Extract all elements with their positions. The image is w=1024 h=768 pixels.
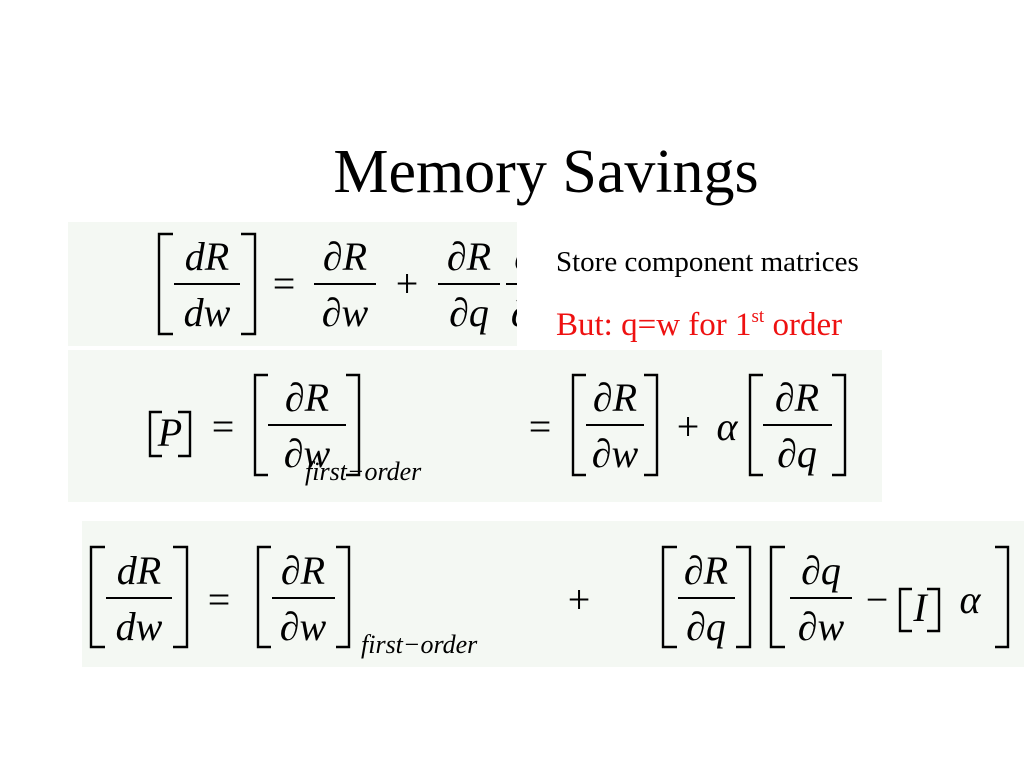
eq3-plus-sign: + [568, 577, 591, 622]
eq3-b-numerator: ∂R [684, 548, 728, 593]
eq3-equals-sign: = [208, 577, 231, 622]
equation-1-svg: dR dw = ∂R ∂w + ∂R ∂q ∂q ∂w [157, 232, 517, 336]
eq1-plus-sign: + [396, 261, 419, 306]
eq1-lhs-numerator: dR [185, 234, 229, 279]
eq3-a-denominator: ∂w [280, 604, 327, 649]
eq2-c-denominator: ∂q [777, 431, 817, 476]
equation-2: P = ∂R ∂w = ∂R ∂w + α ∂R ∂q first−order [68, 350, 882, 502]
eq3-subscript-first-order: first−order [361, 630, 478, 659]
eq1-t2b-numerator: ∂q [514, 234, 517, 279]
equation-2-brackets [148, 373, 847, 477]
eq2-plus-sign: + [677, 404, 700, 449]
eq1-t2b-denominator: ∂w [511, 290, 517, 335]
eq3-a-numerator: ∂R [281, 548, 325, 593]
eq1-t2a-numerator: ∂R [447, 234, 491, 279]
eq3-identity-I: I [912, 585, 928, 630]
eq2-equals-sign: = [212, 404, 235, 449]
eq2-b-denominator: ∂w [592, 431, 639, 476]
eq2-alpha: α [717, 404, 739, 449]
eq1-equals-sign: = [273, 261, 296, 306]
eq3-minus-sign: − [866, 577, 889, 622]
equation-2-svg: P = ∂R ∂w = ∂R ∂w + α ∂R ∂q first−order [148, 373, 847, 486]
equation-1: dR dw = ∂R ∂w + ∂R ∂q ∂q ∂w [68, 222, 517, 346]
note-first-order-text: But: q=w for 1 [556, 307, 752, 343]
eq3-lhs-numerator: dR [117, 548, 161, 593]
eq2-equals-sign-2: = [529, 404, 552, 449]
eq3-alpha: α [960, 577, 982, 622]
eq3-b-denominator: ∂q [686, 604, 726, 649]
equation-3-brackets [89, 545, 1010, 649]
eq1-lhs-denominator: dw [184, 290, 231, 335]
slide-title: Memory Savings [333, 138, 759, 206]
eq2-c-numerator: ∂R [775, 375, 819, 420]
note-first-order: But: q=w for 1st order [556, 305, 842, 345]
equation-1-brackets [157, 232, 257, 336]
note-store-component-matrices: Store component matrices [556, 246, 859, 278]
note-first-order-superscript: st [751, 306, 765, 327]
eq3-lhs-denominator: dw [116, 604, 163, 649]
equation-3: dR dw = ∂R ∂w + ∂R ∂q ∂q ∂w − I α first−… [82, 521, 1024, 667]
eq2-a-denominator: ∂w [284, 431, 331, 476]
eq2-subscript-first-order: first−order [305, 457, 422, 486]
eq2-b-numerator: ∂R [593, 375, 637, 420]
note-first-order-suffix: order [764, 307, 843, 343]
eq3-c-denominator: ∂w [798, 604, 845, 649]
eq2-P: P [157, 410, 182, 455]
eq3-c-numerator: ∂q [801, 548, 841, 593]
eq1-t2a-denominator: ∂q [449, 290, 489, 335]
eq1-t1-numerator: ∂R [323, 234, 367, 279]
equation-3-svg: dR dw = ∂R ∂w + ∂R ∂q ∂q ∂w − I α first−… [89, 545, 1010, 659]
eq1-t1-denominator: ∂w [322, 290, 369, 335]
eq2-a-numerator: ∂R [285, 375, 329, 420]
